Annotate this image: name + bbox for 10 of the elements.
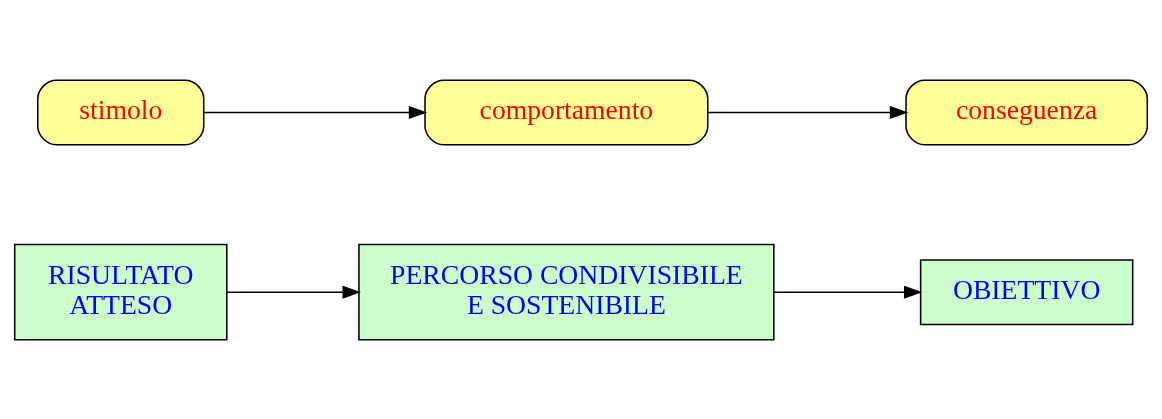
node-box: stimolo (37, 78, 205, 145)
arrow (773, 285, 923, 299)
node-box: conseguenza (905, 78, 1149, 145)
node-box: comportamento (424, 78, 709, 145)
node-box: RISULTATO ATTESO (13, 243, 228, 341)
arrow (707, 105, 909, 119)
node-box: PERCORSO CONDIVISIBILE E SOSTENIBILE (358, 243, 775, 341)
node-box: OBIETTIVO (919, 258, 1134, 325)
arrow (203, 105, 428, 119)
arrow (226, 285, 361, 299)
